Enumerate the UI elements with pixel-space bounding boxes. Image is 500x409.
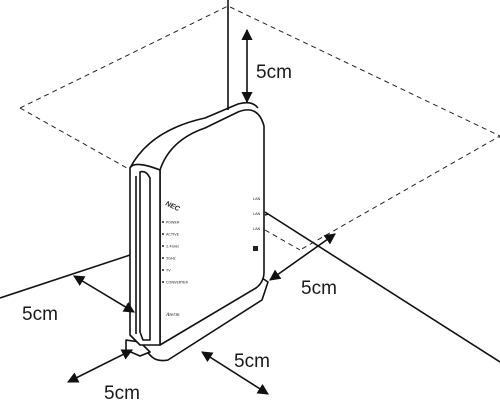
clearance-box-front-left-edge <box>19 107 135 173</box>
led-label-power: POWER <box>166 221 180 225</box>
dimension-labels: 5cm 5cm 5cm 5cm 5cm <box>22 62 337 404</box>
led-label-converter: CONVERTER <box>166 281 188 285</box>
floor-left-edge <box>0 254 131 299</box>
lan-label-3: LAN <box>253 227 261 231</box>
router-side-bezel <box>139 170 151 341</box>
router-device <box>125 101 269 362</box>
front-left-clearance-label: 5cm <box>104 383 140 404</box>
left-clearance-label: 5cm <box>22 304 58 325</box>
dimension-arrows <box>66 28 336 395</box>
lan-label-2: LAN <box>253 212 261 216</box>
wps-button-icon <box>253 246 258 251</box>
led-label-24ghz: 2.4GHz <box>166 245 179 249</box>
led-label-5ghz: 5GHz <box>166 257 176 261</box>
wifi5-led-icon <box>162 257 164 259</box>
clearance-box-top-outline <box>19 5 500 251</box>
lan-indicators: LAN LAN LAN <box>253 197 261 251</box>
converter-led-icon <box>162 281 164 283</box>
router-body-right-face <box>159 109 265 346</box>
aterm-logo: Aterm <box>165 312 179 318</box>
router-top-edge <box>129 101 259 169</box>
active-led-icon <box>162 233 164 235</box>
lan-label-1: LAN <box>253 197 261 201</box>
led-label-tv: TV <box>165 269 171 273</box>
clearance-box-right-lower <box>264 229 301 251</box>
led-indicators: POWER ACTIVE 2.4GHz 5GHz TV CONVERTER <box>162 221 188 285</box>
power-led-icon <box>162 221 164 223</box>
router-markings: NEC Aterm POWER ACTIVE 2.4GHz 5GHz TV CO… <box>162 197 261 318</box>
wifi24-led-icon <box>162 245 164 247</box>
front-left-clearance-arrow <box>66 349 134 383</box>
led-label-active: ACTIVE <box>166 233 180 237</box>
front-bottom-clearance-label: 5cm <box>234 351 270 372</box>
tv-led-icon <box>162 269 164 271</box>
right-clearance-arrow <box>269 233 336 281</box>
front-bottom-clearance-arrow <box>201 351 269 395</box>
top-clearance-label: 5cm <box>256 62 292 83</box>
right-clearance-label: 5cm <box>301 278 337 299</box>
left-clearance-arrow <box>73 275 135 313</box>
